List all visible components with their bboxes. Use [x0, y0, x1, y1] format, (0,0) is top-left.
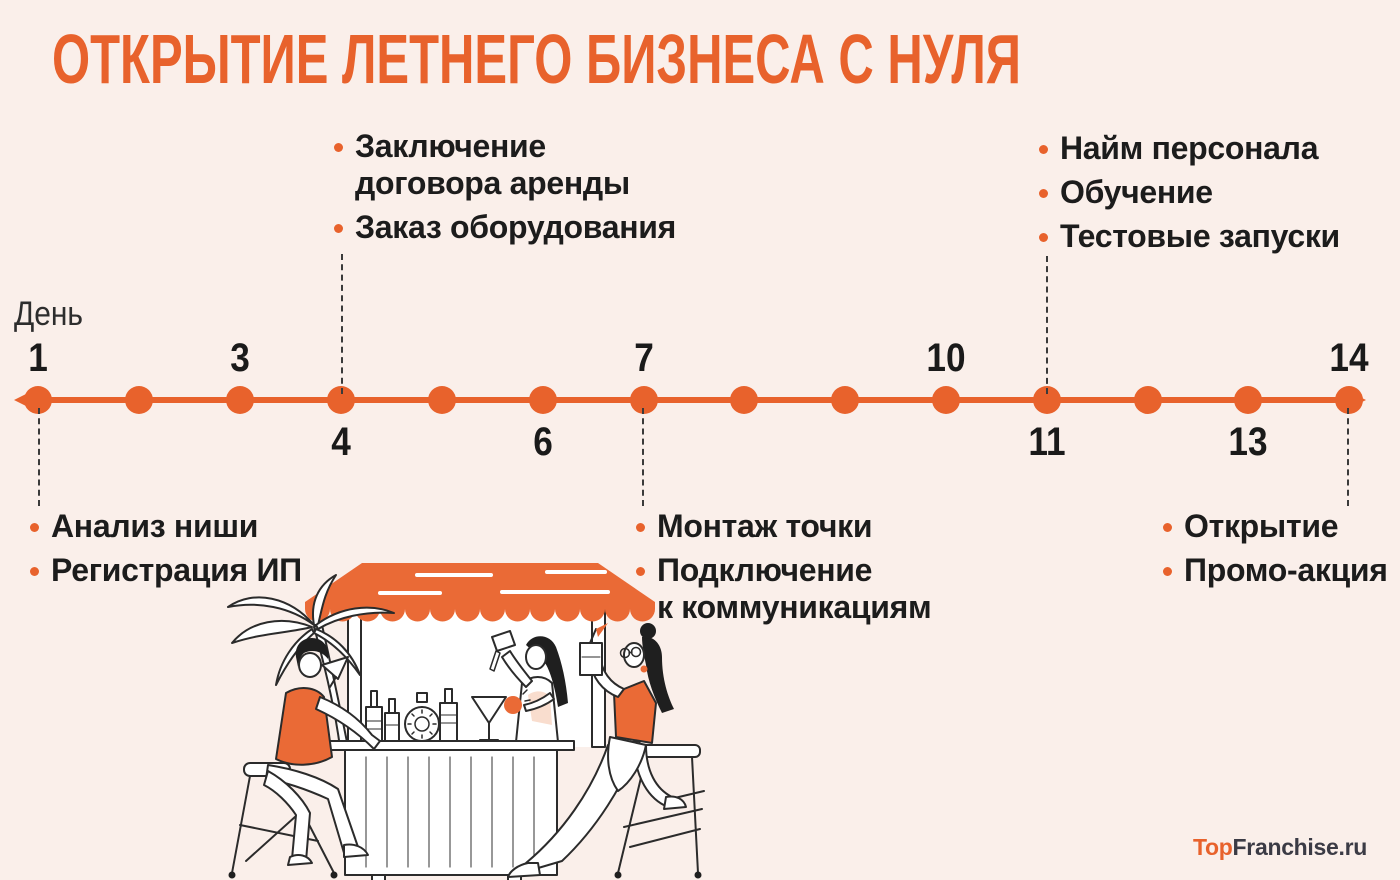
timeline-dot [226, 386, 254, 414]
connector-day11 [1046, 256, 1048, 394]
bullet-icon [636, 567, 645, 576]
task-label: Подключение к коммуникациям [657, 552, 932, 625]
bullet-icon [1163, 567, 1172, 576]
timeline-start-point-icon [14, 394, 26, 406]
timeline-dot [1134, 386, 1162, 414]
bottles-and-glasses [365, 688, 531, 742]
task-item: Заказ оборудования [334, 209, 679, 246]
bar-counter [317, 740, 575, 880]
task-label: Тестовые запуски [1060, 218, 1340, 254]
timeline-dot [630, 386, 658, 414]
milestone-group-day1: Анализ ниши Регистрация ИП [30, 508, 330, 596]
task-item: Подключение к коммуникациям [636, 552, 946, 626]
day-label-6: 6 [533, 420, 553, 464]
logo-accent-text: Top [1193, 834, 1233, 860]
timeline-dot [932, 386, 960, 414]
task-label: Найм персонала [1060, 130, 1319, 166]
awning-icon [305, 563, 655, 622]
bullet-icon [1039, 145, 1048, 154]
day-label-14: 14 [1329, 336, 1369, 380]
connector-day7 [642, 408, 644, 506]
bartender-figure [489, 630, 568, 743]
bullet-icon [1039, 189, 1048, 198]
bullet-icon [334, 143, 343, 152]
beach-bar-illustration [227, 563, 705, 880]
task-item: Открытие [1163, 508, 1400, 545]
bullet-icon [1163, 523, 1172, 532]
timeline-dot [1335, 386, 1363, 414]
day-label-7: 7 [634, 336, 654, 380]
task-label: Регистрация ИП [51, 552, 302, 588]
task-item: Тестовые запуски [1039, 218, 1379, 255]
stall-posts [347, 602, 606, 748]
timeline-axis-label: День [14, 295, 84, 333]
task-label: Промо-акция [1184, 552, 1388, 588]
timeline-dot [831, 386, 859, 414]
seated-woman-figure [507, 623, 705, 879]
timeline-dot [529, 386, 557, 414]
timeline-dot [428, 386, 456, 414]
task-item: Монтаж точки [636, 508, 946, 545]
milestone-group-day14: Открытие Промо-акция [1163, 508, 1400, 596]
task-item: Обучение [1039, 174, 1379, 211]
milestone-group-day11: Найм персонала Обучение Тестовые запуски [1039, 130, 1379, 262]
logo-main-text: Franchise.ru [1232, 834, 1368, 860]
timeline-dot [1234, 386, 1262, 414]
topfranchise-logo: TopFranchise.ru [1193, 834, 1367, 861]
bullet-icon [30, 567, 39, 576]
timeline-dot [730, 386, 758, 414]
task-item: Найм персонала [1039, 130, 1379, 167]
day-label-3: 3 [230, 336, 250, 380]
milestone-group-day4: Заключение договора аренды Заказ оборудо… [334, 128, 679, 253]
bullet-icon [30, 523, 39, 532]
day-label-11: 11 [1028, 420, 1066, 464]
connector-day14 [1347, 408, 1349, 506]
task-label: Монтаж точки [657, 508, 873, 544]
day-label-4: 4 [331, 420, 351, 464]
task-label: Обучение [1060, 174, 1213, 210]
seated-man-figure [228, 637, 381, 879]
milestone-group-day7: Монтаж точки Подключение к коммуникациям [636, 508, 946, 633]
timeline-line [36, 397, 1358, 403]
task-item: Промо-акция [1163, 552, 1400, 589]
task-item: Анализ ниши [30, 508, 330, 545]
timeline-dot [125, 386, 153, 414]
task-label: Заказ оборудования [355, 209, 677, 245]
day-label-10: 10 [926, 336, 966, 380]
task-label: Анализ ниши [51, 508, 259, 544]
bullet-icon [334, 224, 343, 233]
task-item: Регистрация ИП [30, 552, 330, 589]
day-label-1: 1 [28, 336, 48, 380]
task-item: Заключение договора аренды [334, 128, 679, 202]
bullet-icon [1039, 233, 1048, 242]
page-title: ОТКРЫТИЕ ЛЕТНЕГО БИЗНЕСА С НУЛЯ [52, 20, 1021, 98]
bullet-icon [636, 523, 645, 532]
connector-day1 [38, 408, 40, 506]
task-label: Заключение договора аренды [355, 128, 630, 201]
day-label-13: 13 [1228, 420, 1268, 464]
connector-day4 [341, 254, 343, 394]
task-label: Открытие [1184, 508, 1339, 544]
